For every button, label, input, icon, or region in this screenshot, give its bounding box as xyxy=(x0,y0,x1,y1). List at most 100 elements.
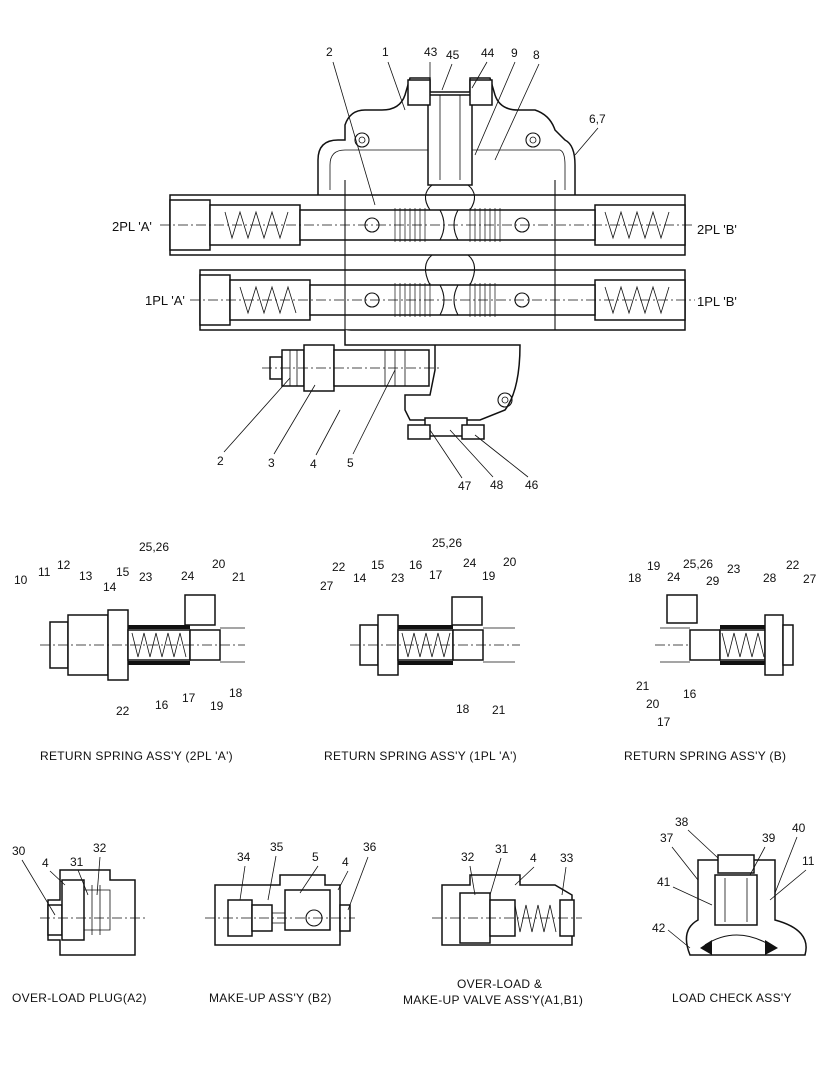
over-load-make-up-valve-callouts: 32 31 4 33 xyxy=(461,842,574,896)
callout: 31 xyxy=(70,855,84,869)
caption-over-load-make-up-line1: OVER-LOAD & xyxy=(457,977,542,991)
callout: 11 xyxy=(802,854,815,868)
callout: 9 xyxy=(511,46,518,60)
main-valve-assembly xyxy=(160,77,695,440)
callout: 4 xyxy=(342,855,349,869)
callout: 23 xyxy=(727,562,741,576)
callout: 4 xyxy=(310,457,317,471)
callout: 35 xyxy=(270,840,284,854)
main-callouts-bottom: 2 3 4 5 47 48 46 xyxy=(217,369,539,493)
callout: 24 xyxy=(667,570,681,584)
return-spring-2pl-a-callouts: 10 11 12 13 14 15 23 25,26 24 20 21 22 1… xyxy=(14,540,246,718)
callout: 2 xyxy=(326,45,333,59)
make-up-assy-b2 xyxy=(205,874,355,946)
over-load-make-up-valve xyxy=(432,874,582,946)
callout: 36 xyxy=(363,840,377,854)
callout: 19 xyxy=(647,559,661,573)
return-spring-2pl-a xyxy=(40,594,245,681)
callout: 46 xyxy=(525,478,539,492)
callout: 5 xyxy=(312,850,319,864)
callout: 18 xyxy=(628,571,642,585)
callout: 21 xyxy=(492,703,506,717)
caption-load-check-assy: LOAD CHECK ASS'Y xyxy=(672,991,792,1005)
callout: 44 xyxy=(481,46,495,60)
callout: 14 xyxy=(353,571,367,585)
callout: 18 xyxy=(456,702,470,716)
caption-over-load-plug-a2: OVER-LOAD PLUG(A2) xyxy=(12,991,147,1005)
callout: 2 xyxy=(217,454,224,468)
port-label-2pl-a: 2PL 'A' xyxy=(112,219,152,234)
callout: 34 xyxy=(237,850,251,864)
callout: 3 xyxy=(268,456,275,470)
callout: 32 xyxy=(93,841,107,855)
callout: 19 xyxy=(482,569,496,583)
callout: 38 xyxy=(675,815,689,829)
callout: 21 xyxy=(636,679,650,693)
callout: 29 xyxy=(706,574,720,588)
callout: 40 xyxy=(792,821,806,835)
callout: 22 xyxy=(332,560,346,574)
callout: 23 xyxy=(139,570,153,584)
caption-over-load-make-up-line2: MAKE-UP VALVE ASS'Y(A1,B1) xyxy=(403,993,583,1007)
return-spring-1pl-a xyxy=(350,596,520,676)
callout: 25,26 xyxy=(432,536,462,550)
callout: 6,7 xyxy=(589,112,606,126)
callout: 13 xyxy=(79,569,93,583)
load-check-assy-callouts: 38 37 39 40 11 41 42 xyxy=(652,815,815,949)
callout: 27 xyxy=(320,579,334,593)
return-spring-b xyxy=(655,594,794,676)
callout: 30 xyxy=(12,844,26,858)
callout: 20 xyxy=(503,555,517,569)
callout: 19 xyxy=(210,699,224,713)
callout: 39 xyxy=(762,831,776,845)
load-check-assy xyxy=(685,854,807,956)
callout: 4 xyxy=(42,856,49,870)
callout: 37 xyxy=(660,831,674,845)
callout: 12 xyxy=(57,558,71,572)
callout: 32 xyxy=(461,850,475,864)
caption-return-spring-2pl-a: RETURN SPRING ASS'Y (2PL 'A') xyxy=(40,749,233,763)
callout: 33 xyxy=(560,851,574,865)
callout: 42 xyxy=(652,921,666,935)
callout: 16 xyxy=(683,687,697,701)
callout: 15 xyxy=(371,558,385,572)
callout: 18 xyxy=(229,686,243,700)
callout: 48 xyxy=(490,478,504,492)
callout: 22 xyxy=(116,704,130,718)
caption-return-spring-b: RETURN SPRING ASS'Y (B) xyxy=(624,749,786,763)
callout: 17 xyxy=(429,568,443,582)
callout: 14 xyxy=(103,580,117,594)
caption-return-spring-1pl-a: RETURN SPRING ASS'Y (1PL 'A') xyxy=(324,749,517,763)
over-load-plug-a2-callouts: 30 4 31 32 xyxy=(12,841,107,916)
callout: 24 xyxy=(181,569,195,583)
callout: 43 xyxy=(424,45,438,59)
callout: 4 xyxy=(530,851,537,865)
make-up-assy-b2-callouts: 34 35 5 4 36 xyxy=(237,840,377,911)
port-label-1pl-b: 1PL 'B' xyxy=(697,294,737,309)
callout: 23 xyxy=(391,571,405,585)
callout: 16 xyxy=(409,558,423,572)
port-label-1pl-a: 1PL 'A' xyxy=(145,293,185,308)
callout: 1 xyxy=(382,45,389,59)
callout: 15 xyxy=(116,565,130,579)
callout: 22 xyxy=(786,558,800,572)
callout: 31 xyxy=(495,842,509,856)
return-spring-b-callouts: 18 19 24 25,26 29 23 28 22 27 21 20 16 1… xyxy=(628,557,817,729)
callout: 47 xyxy=(458,479,472,493)
callout: 45 xyxy=(446,48,460,62)
callout: 17 xyxy=(657,715,671,729)
caption-make-up-assy-b2: MAKE-UP ASS'Y (B2) xyxy=(209,991,332,1005)
return-spring-1pl-a-callouts: 27 22 14 15 23 16 25,26 17 24 19 20 18 2… xyxy=(320,536,517,717)
callout: 5 xyxy=(347,456,354,470)
callout: 21 xyxy=(232,570,246,584)
callout: 11 xyxy=(38,565,51,579)
callout: 28 xyxy=(763,571,777,585)
callout: 20 xyxy=(646,697,660,711)
callout: 10 xyxy=(14,573,28,587)
callout: 20 xyxy=(212,557,226,571)
callout: 41 xyxy=(657,875,671,889)
callout: 24 xyxy=(463,556,477,570)
over-load-plug-a2 xyxy=(40,869,145,956)
callout: 27 xyxy=(803,572,817,586)
